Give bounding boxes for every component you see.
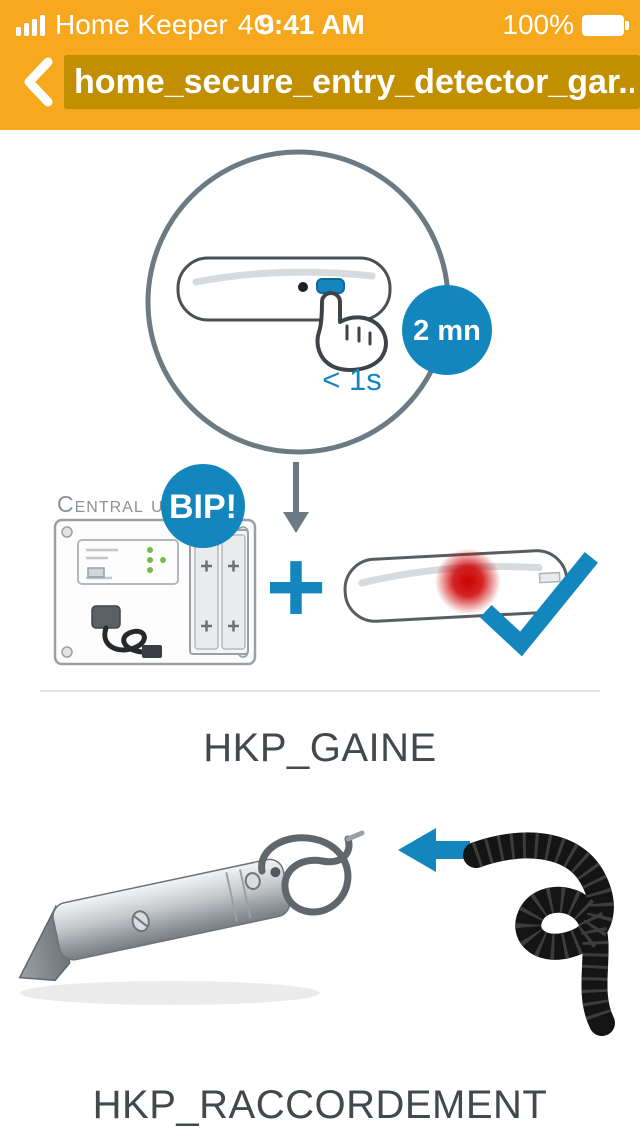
back-button[interactable] xyxy=(10,50,64,114)
central-unit-illustration xyxy=(53,518,257,666)
battery-percent-label: 100% xyxy=(502,9,574,40)
probe-device xyxy=(18,858,291,982)
timer-badge-label: 2 mn xyxy=(413,315,481,347)
down-arrow-icon xyxy=(283,462,309,533)
gaine-illustration xyxy=(18,828,615,1036)
time-label: 9:41 AM xyxy=(258,9,365,40)
header: Home Keeper 4G 9:41 AM 100% home_secure_… xyxy=(0,0,640,130)
detector-device xyxy=(176,256,392,322)
page-title: home_secure_entry_detector_gar... xyxy=(74,62,634,101)
carrier-label: Home Keeper xyxy=(55,9,228,40)
battery-polarity-marks xyxy=(201,560,239,632)
battery-icon xyxy=(582,14,629,36)
arrow-left-icon xyxy=(398,828,470,872)
signal-strength-icon xyxy=(16,14,45,36)
pairing-illustration: < 1s 2 mn Central unit xyxy=(53,149,598,666)
section-title-gaine: HKP_GAINE xyxy=(203,726,437,770)
sheath-illustration xyxy=(463,832,615,1036)
nav-bar: home_secure_entry_detector_gar... xyxy=(0,44,640,130)
pair-button xyxy=(316,278,345,294)
hand-icon xyxy=(315,291,388,372)
checkmark-icon xyxy=(479,552,598,657)
content: < 1s 2 mn Central unit xyxy=(0,130,640,1128)
divider xyxy=(40,690,600,692)
press-duration-label: < 1s xyxy=(322,362,381,397)
paired-detector xyxy=(343,548,569,623)
section-title-raccordement: HKP_RACCORDEMENT xyxy=(92,1083,548,1127)
network-type-label: 4G xyxy=(237,9,276,40)
status-bar: Home Keeper 4G 9:41 AM 100% xyxy=(0,0,640,44)
bip-badge-label: BIP! xyxy=(169,488,237,526)
timer-badge: 2 mn xyxy=(402,285,492,375)
led-glow xyxy=(434,548,501,615)
screw-icon xyxy=(244,872,261,891)
back-chevron-icon xyxy=(24,57,53,107)
nav-title-box: home_secure_entry_detector_gar... xyxy=(64,55,640,109)
plus-icon: + xyxy=(266,529,327,645)
bip-badge: BIP! xyxy=(161,464,245,548)
probe-shadow xyxy=(20,981,320,1005)
probe-cable xyxy=(258,830,365,916)
